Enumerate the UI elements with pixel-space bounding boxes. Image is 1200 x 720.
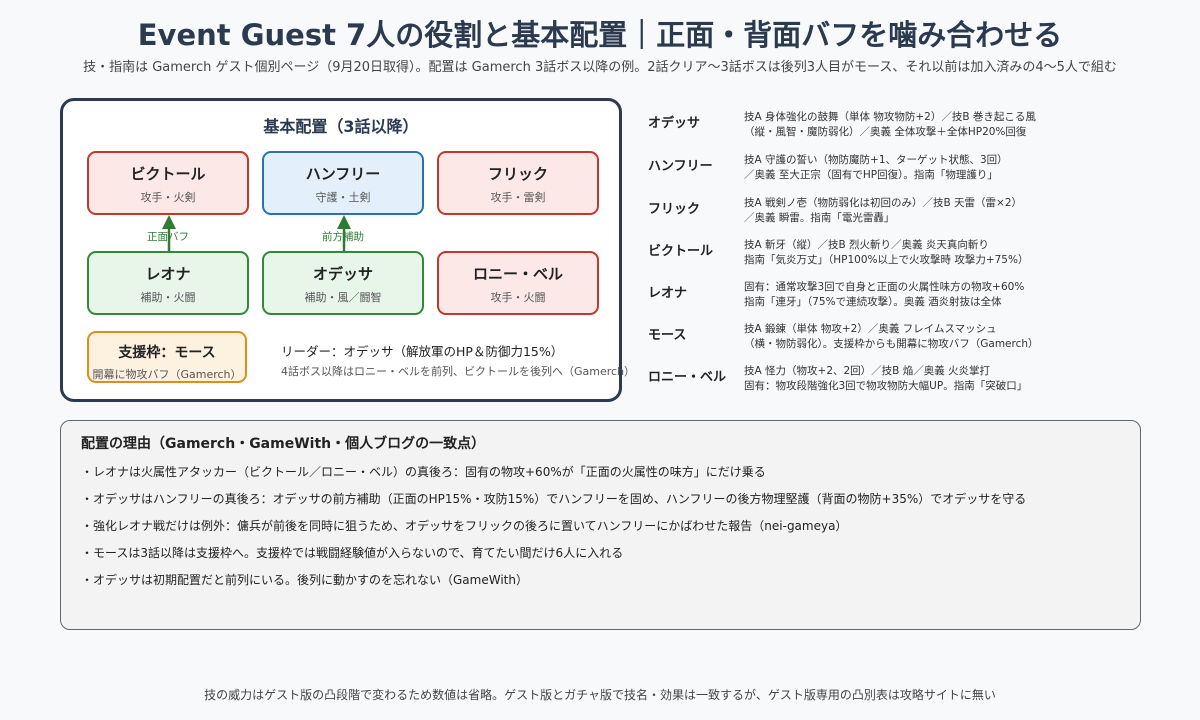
skill-description: 技A 怪力（物攻+2、2回）／技B 焔／奥義 火炎掌打 固有：物攻段階強化3回で… [744, 364, 1154, 394]
unit-ronnie-bell: ロニー・ベル 攻手・火闘 [437, 251, 599, 315]
arrow-front-buff [162, 215, 176, 251]
unit-odessa: オデッサ 補助・風／闘智 [262, 251, 424, 315]
skill-line: ／奥義 瞬雷。指南「電光雷轟」 [744, 212, 895, 224]
reason-item: ・レオナは火属性アタッカー（ビクトール／ロニー・ベル）の真後ろ：固有の物攻+60… [81, 465, 766, 479]
skill-description: 技A 身体強化の鼓舞（単体 物攻物防+2）／技B 巻き起こる風 （縦・風智・魔防… [744, 110, 1154, 140]
skill-line: 技A 斬牙（縦）／技B 烈火斬り／奥義 炎天真向斬り [744, 239, 989, 251]
unit-leona: レオナ 補助・火闘 [87, 251, 249, 315]
skill-line: ／奥義 至大正宗（固有でHP回復）。指南「物理護り」 [744, 169, 998, 181]
reason-item: ・オデッサはハンフリーの真後ろ：オデッサの前方補助（正面のHP15%・攻防15%… [81, 492, 1027, 506]
unit-name: オデッサ [312, 265, 373, 283]
unit-role: 補助・火闘 [140, 291, 196, 304]
skill-character-name: モース [648, 328, 687, 343]
leader-note: 4話ボス以降はロニー・ベルを前列、ビクトールを後列へ（Gamerch） [281, 365, 636, 378]
unit-victor: ビクトール 攻手・火剣 [87, 151, 249, 215]
skill-character-name: レオナ [648, 286, 688, 301]
unit-name: ロニー・ベル [472, 265, 563, 283]
skill-line: 指南「連牙」（75%で連続攻撃）。奥義 酒炎射抜は全体 [744, 296, 1002, 308]
footnote: 技の威力はゲスト版の凸段階で変わるため数値は省略。ゲスト版とガチャ版で技名・効果… [204, 688, 996, 702]
unit-flik: フリック 攻手・雷剣 [437, 151, 599, 215]
unit-name: 支援枠：モース [118, 345, 216, 361]
skill-description: 技A 斬牙（縦）／技B 烈火斬り／奥義 炎天真向斬り 指南「気炎万丈」（HP10… [744, 238, 1154, 268]
unit-role: 補助・風／闘智 [304, 291, 382, 304]
skill-line: 技A 戦剣ノ壱（物防弱化は初回のみ）／技B 天雷（雷×2） [744, 197, 1023, 209]
unit-role: 攻手・火闘 [490, 291, 546, 304]
reason-item: ・強化レオナ戦だけは例外：傭兵が前後を同時に狙うため、オデッサをフリックの後ろに… [81, 519, 848, 533]
skill-line: （縦・風智・魔防弱化）／奥義 全体攻撃＋全体HP20%回復 [744, 126, 1027, 138]
reason-item: ・モースは3話以降は支援枠へ。支援枠では戦闘経験値が入らないので、育てたい間だけ… [81, 546, 624, 560]
reasons-title: 配置の理由（Gamerch・GameWith・個人ブログの一致点） [81, 436, 486, 452]
unit-name: ハンフリー [305, 165, 381, 183]
skill-line: 固有：通常攻撃3回で自身と正面の火属性味方の物攻+60% [744, 281, 1025, 293]
arrow-label: 前方補助 [322, 231, 364, 243]
skill-description: 技A 鍛錬（単体 物攻+2）／奥義 フレイムスマッシュ （横・物防弱化）。支援枠… [744, 322, 1154, 352]
page-subtitle: 技・指南は Gamerch ゲスト個別ページ（9月20日取得）。配置は Game… [83, 60, 1117, 75]
skill-character-name: オデッサ [648, 116, 701, 131]
formation-title: 基本配置（3話以降） [263, 117, 419, 136]
arrow-label: 正面バフ [147, 231, 189, 243]
reason-item: ・オデッサは初期配置だと前列にいる。後列に動かすのを忘れない（GameWith） [81, 573, 528, 587]
unit-role: 開幕に物攻バフ（Gamerch） [92, 368, 242, 381]
skill-line: 技A 鍛錬（単体 物攻+2）／奥義 フレイムスマッシュ [744, 323, 997, 335]
page-title: Event Guest 7人の役割と基本配置｜正面・背面バフを噛み合わせる [137, 18, 1063, 52]
arrow-forward-support [337, 215, 351, 251]
skill-description: 技A 戦剣ノ壱（物防弱化は初回のみ）／技B 天雷（雷×2） ／奥義 瞬雷。指南「… [744, 196, 1154, 226]
skill-line: 指南「気炎万丈」（HP100%以上で火攻撃時 攻撃力+75%） [744, 254, 1029, 266]
skill-line: 技A 身体強化の鼓舞（単体 物攻物防+2）／技B 巻き起こる風 [744, 111, 1036, 123]
skill-description: 固有：通常攻撃3回で自身と正面の火属性味方の物攻+60% 指南「連牙」（75%で… [744, 280, 1154, 310]
unit-name: フリック [487, 165, 548, 183]
skill-character-name: ハンフリー [648, 159, 713, 174]
unit-role: 攻手・雷剣 [490, 191, 546, 204]
skill-line: 固有：物攻段階強化3回で物攻物防大幅UP。指南「突破口」 [744, 380, 1028, 392]
skill-line: 技A 怪力（物攻+2、2回）／技B 焔／奥義 火炎掌打 [744, 365, 991, 377]
leader-text: リーダー：オデッサ（解放軍のHP＆防御力15%） [281, 344, 564, 359]
unit-role: 攻手・火剣 [140, 191, 196, 204]
unit-support-mose: 支援枠：モース 開幕に物攻バフ（Gamerch） [87, 331, 247, 383]
skill-line: （横・物防弱化）。支援枠からも開幕に物攻バフ（Gamerch） [744, 338, 1039, 350]
unit-name: ビクトール [130, 165, 206, 183]
unit-role: 守護・土剣 [315, 191, 371, 204]
skill-description: 技A 守護の誓い（物防魔防+1、ターゲット状態、3回） ／奥義 至大正宗（固有で… [744, 153, 1154, 183]
skill-character-name: ビクトール [648, 244, 714, 259]
skill-character-name: ロニー・ベル [648, 370, 727, 385]
skill-line: 技A 守護の誓い（物防魔防+1、ターゲット状態、3回） [744, 154, 1008, 166]
unit-name: レオナ [145, 265, 191, 283]
formation-panel: 基本配置（3話以降） ビクトール 攻手・火剣 ハンフリー 守護・土剣 フリック … [60, 98, 635, 402]
reasons-panel: 配置の理由（Gamerch・GameWith・個人ブログの一致点） ・レオナは火… [60, 420, 1141, 630]
skill-character-name: フリック [648, 202, 701, 217]
unit-humphrey: ハンフリー 守護・土剣 [262, 151, 424, 215]
